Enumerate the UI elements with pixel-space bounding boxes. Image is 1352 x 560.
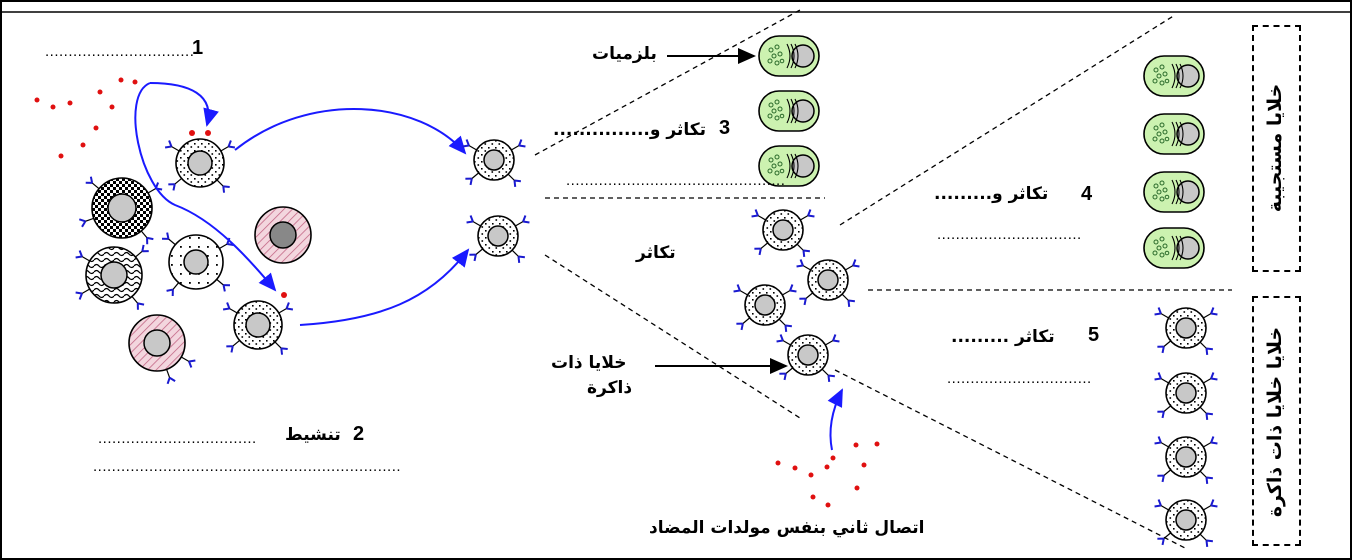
step3-number: 3 [719, 117, 731, 139]
blue-arrows [134, 82, 843, 451]
effector-cells-vertical-label: خلايا مستجيبة [1264, 83, 1286, 213]
step4-blank: ............................... [937, 226, 1082, 243]
proliferation-label: تكاثر [636, 243, 676, 263]
lymphocyte-population [74, 130, 312, 385]
memory-cells-label-line2: ذاكرة [587, 378, 633, 398]
step5-blank: ............................... [947, 370, 1092, 387]
step2-number: 2 [353, 423, 365, 445]
step2-blank-1: .................................. [98, 430, 257, 447]
antigen-dots-second-contact [775, 441, 880, 508]
step3-blank: ........................................… [566, 172, 786, 189]
plasma-cells-column-1 [758, 35, 820, 187]
plasma-cells-column-2 [1143, 55, 1205, 269]
step5-number: 5 [1088, 324, 1100, 346]
step2-blank-2: ........................................… [93, 458, 402, 475]
step4-number: 4 [1081, 183, 1093, 205]
activated-cells [463, 140, 530, 263]
step3-text: تكاثر و............... [553, 120, 706, 140]
step1-blank: ................................ [45, 43, 195, 60]
step5-text: تكاثر ......... [951, 327, 1055, 347]
step1-number: 1 [192, 37, 204, 59]
memory-cells-label: خلايا ذات [551, 353, 627, 373]
step2-word: تنشيط [285, 425, 341, 445]
memory-cells-column [1155, 308, 1218, 547]
memory-cells-box [1252, 296, 1301, 546]
memory-cells-vertical-label: خلايا خلايا ذات ذاكرة [1264, 326, 1286, 518]
step4-text: تكاثر و......... [934, 184, 1049, 204]
proliferating-cells [734, 210, 860, 382]
second-contact-label: اتصال ثاني بنفس مولدات المضاد [649, 518, 925, 538]
effector-cells-box [1252, 25, 1301, 272]
label-arrows [655, 48, 788, 374]
dashed-guides [534, 9, 1232, 549]
plasma-cells-label: بلزميات [592, 44, 657, 64]
antigen-dots-left [34, 77, 138, 159]
